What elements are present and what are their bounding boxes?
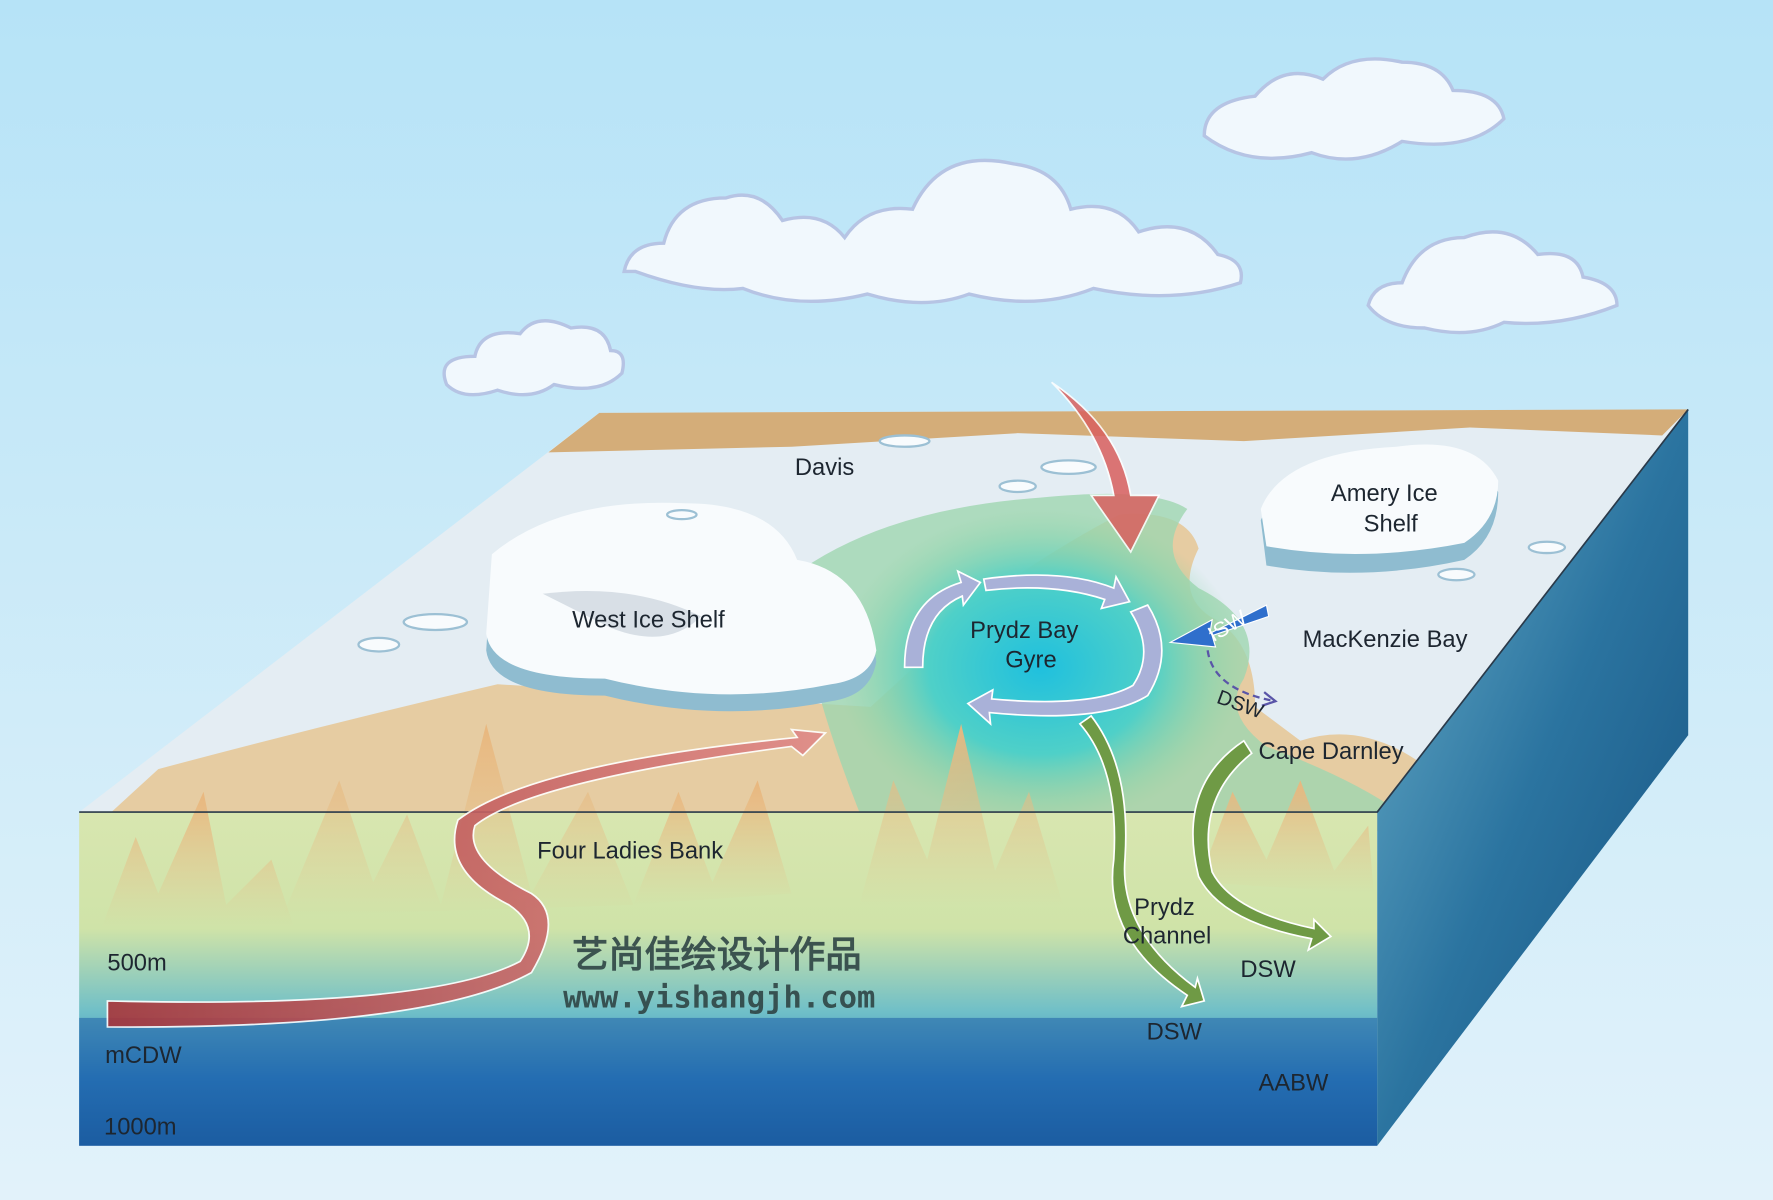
dsw-dashed-arrowhead	[1261, 691, 1278, 707]
label-aabw: AABW	[1259, 1070, 1329, 1096]
mcdw-arrow	[106, 728, 828, 1028]
isw-arrow	[1168, 604, 1270, 648]
label-gyre-line1: Prydz Bay	[970, 618, 1078, 644]
coast-land-strip	[548, 409, 1689, 453]
cloud	[622, 158, 1243, 305]
label-davis: Davis	[795, 455, 854, 481]
gyre-arrow	[982, 574, 1131, 610]
label-depth-500: 500m	[107, 950, 166, 976]
box-outline	[79, 408, 1689, 813]
dsw-channel-arrow	[1078, 714, 1206, 1008]
label-dsw-channel: DSW	[1147, 1019, 1203, 1045]
clouds	[442, 57, 1619, 397]
cloud	[1202, 57, 1506, 161]
label-four-ladies-bank: Four Ladies Bank	[537, 838, 723, 864]
label-depth-1000: 1000m	[104, 1114, 177, 1140]
watermark-chinese: 艺尚佳绘设计作品	[572, 933, 861, 976]
right-face	[1377, 409, 1689, 1146]
amery-ice-shelf	[1260, 444, 1499, 573]
deep-water-band	[79, 1017, 1378, 1146]
watermark-url: www.yishangjh.com	[563, 981, 875, 1016]
cloud	[1366, 230, 1619, 335]
label-amery-line1: Amery Ice	[1331, 481, 1438, 507]
west-ice-shelf	[486, 502, 877, 712]
warm-inflow-arrow-top	[1050, 381, 1161, 554]
dsw-dashed-arrow	[1206, 650, 1276, 703]
label-mcdw: mCDW	[105, 1043, 182, 1069]
gyre-arrow	[966, 604, 1163, 726]
cloud	[442, 319, 626, 397]
label-west-ice-shelf: West Ice Shelf	[572, 608, 725, 634]
gyre-glow	[836, 508, 1244, 826]
icebergs	[357, 434, 1567, 653]
label-channel-line1: Prydz	[1134, 895, 1195, 921]
dsw-cape-arrow	[1192, 739, 1333, 952]
label-dsw-right: DSW	[1240, 957, 1296, 983]
label-cape-darnley: Cape Darnley	[1259, 739, 1404, 765]
label-mackenzie-bay: MacKenzie Bay	[1303, 627, 1468, 653]
label-amery-line2: Shelf	[1364, 512, 1418, 538]
label-gyre-line2: Gyre	[1005, 647, 1056, 673]
gyre-arrows	[903, 569, 1163, 726]
gyre-arrow	[903, 569, 982, 669]
label-channel-line2: Channel	[1123, 923, 1211, 949]
